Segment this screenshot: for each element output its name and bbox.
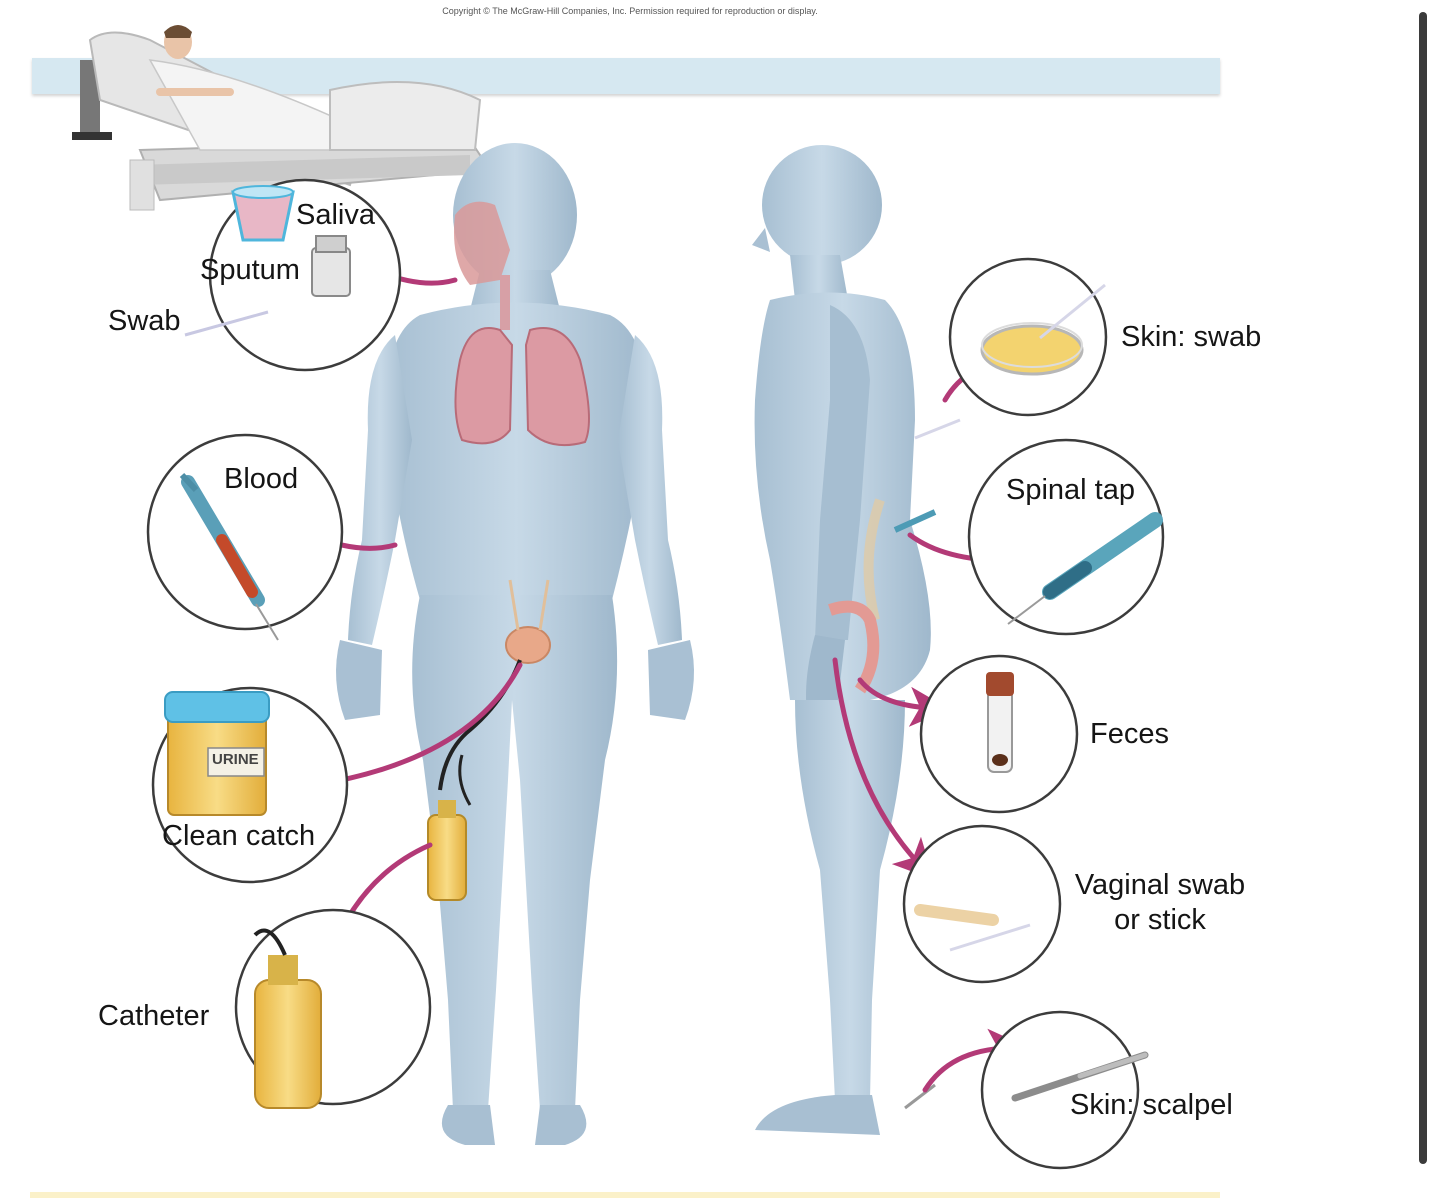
scrollbar[interactable] (1419, 12, 1427, 1164)
saliva-cup (231, 185, 295, 242)
arrow-to-feces (857, 677, 950, 727)
label-clean-catch: Clean catch (162, 820, 316, 852)
scalpel (1011, 1051, 1149, 1102)
inset-spinal-tap (967, 438, 1165, 636)
petri-dish (980, 283, 1106, 376)
label-saliva: Saliva (296, 199, 375, 231)
label-skin-swab: Skin: swab (1121, 321, 1262, 353)
feces-vial (986, 672, 1014, 773)
copyright-notice: Copyright © The McGraw-Hill Companies, I… (442, 6, 818, 16)
arrow-to-clean-catch (295, 662, 523, 802)
front-body-figure (336, 143, 694, 1145)
label-sputum: Sputum (200, 254, 300, 286)
label-vaginal-line1: Vaginal swab (1074, 869, 1246, 901)
blood-syringe (179, 472, 279, 641)
vaginal-stick-swab (914, 904, 1031, 952)
inset-vaginal-swab (902, 824, 1062, 984)
bottom-banner (30, 1192, 1220, 1198)
side-body-figure (752, 145, 961, 1135)
label-urine-tag: URINE (212, 751, 259, 768)
label-spinal-tap: Spinal tap (1006, 474, 1135, 506)
swab-stick (184, 310, 269, 337)
spinal-syringe (1007, 512, 1163, 625)
inset-skin-scalpel (980, 1010, 1140, 1170)
label-skin-scalpel: Skin: scalpel (1070, 1089, 1233, 1121)
label-blood: Blood (224, 463, 299, 495)
urine-cup (164, 691, 270, 816)
label-feces: Feces (1090, 718, 1169, 750)
catheter-bag-inset (253, 928, 322, 1109)
hospital-bed-illustration (72, 25, 492, 211)
sputum-container (311, 235, 351, 297)
label-vaginal-line2: or stick (1114, 904, 1206, 936)
label-swab: Swab (108, 305, 181, 337)
arrow-to-vaginal-swab (832, 657, 934, 880)
label-catheter: Catheter (98, 1000, 210, 1032)
